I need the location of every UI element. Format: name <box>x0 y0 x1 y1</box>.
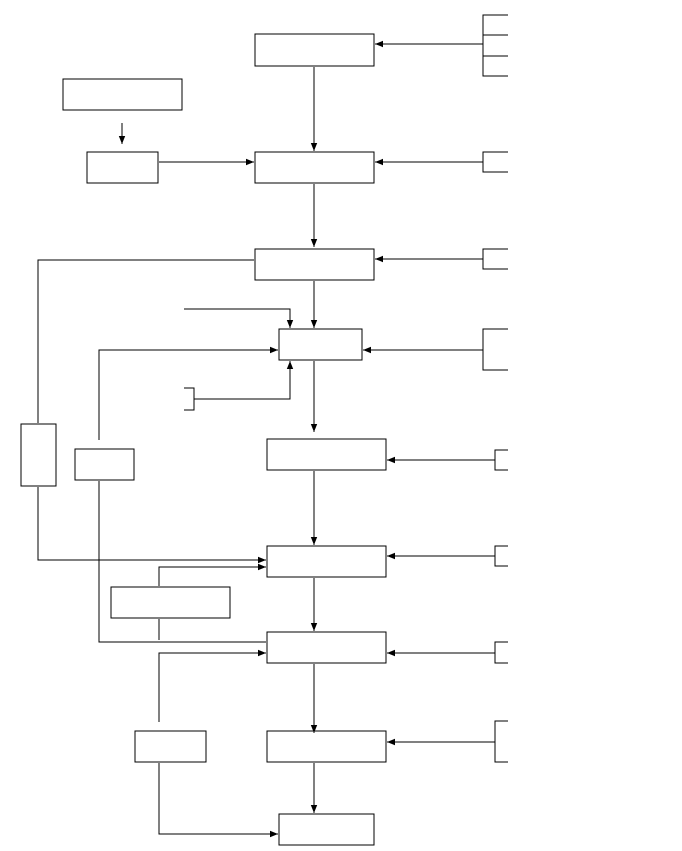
flow-bracket <box>494 720 508 763</box>
flow-bracket <box>494 449 508 471</box>
flow-connector <box>37 259 254 423</box>
flow-connector <box>98 481 266 643</box>
flow-node <box>110 586 231 619</box>
flow-node <box>266 545 387 578</box>
flow-bracket <box>482 14 508 77</box>
flow-node <box>278 813 375 846</box>
flow-arrow <box>158 563 266 586</box>
flow-node <box>278 328 363 361</box>
flow-node <box>266 631 387 664</box>
flow-arrow <box>158 763 278 838</box>
flow-arrow <box>194 361 294 400</box>
flow-node <box>254 151 375 184</box>
flow-bracket <box>482 248 508 270</box>
flow-bracket <box>494 545 508 567</box>
flow-node <box>266 438 387 471</box>
flow-bracket <box>184 387 195 411</box>
flow-node <box>254 248 375 281</box>
flow-arrow <box>184 308 294 328</box>
flow-node <box>134 730 207 763</box>
flow-node <box>74 448 135 481</box>
flow-node <box>62 78 183 111</box>
flow-bracket <box>494 641 508 664</box>
flow-arrow <box>37 487 266 564</box>
flow-arrow <box>158 649 266 722</box>
flow-node <box>20 423 57 487</box>
flow-bracket <box>482 328 508 371</box>
flow-arrow <box>98 346 278 440</box>
flow-bracket <box>482 151 508 173</box>
flow-node <box>266 730 387 763</box>
flow-node <box>86 151 159 184</box>
flow-node <box>254 33 375 67</box>
